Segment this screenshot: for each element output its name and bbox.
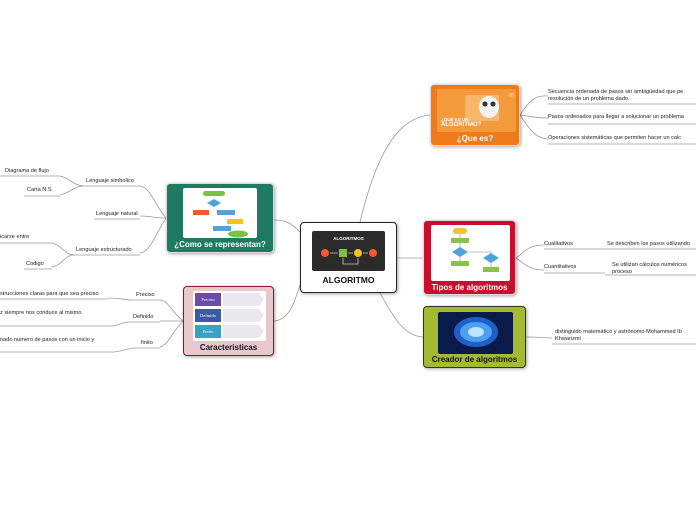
creador-detail: distinguido matemático y astrónomo Moham…: [555, 329, 682, 342]
creador-thumbnail: [438, 312, 513, 354]
creador-label: Creador de algoritmos: [431, 355, 518, 364]
owl-icon: m: [465, 93, 514, 121]
representan-group-3-item-2: Codigo: [26, 261, 44, 267]
central-label: ALGORITMO: [322, 275, 375, 285]
svg-text:m: m: [509, 93, 514, 99]
tipos-item-1-label: Cualitativos: [544, 241, 573, 247]
caracteristicas-thumb-label-1: Preciso: [201, 297, 215, 302]
flowchart-icon: [193, 191, 248, 238]
caracteristicas-thumb-label-2: Definido: [200, 313, 216, 318]
tipos-label: Tipos de algoritmos: [431, 283, 508, 292]
representan-group-1-item-2: Carta N.S: [27, 187, 52, 193]
topic-que-es[interactable]: m ¿QUÉ ES UN ALGORITMO? ¿Que es?: [430, 84, 520, 146]
central-topic[interactable]: ALGORITMOS ALGORITMO: [300, 222, 397, 293]
representan-label: ¿Como se representan?: [174, 240, 266, 249]
tipos-thumbnail: [431, 225, 510, 281]
representan-group-3: Lenguaje estructurado: [76, 247, 132, 253]
representan-thumbnail: [183, 188, 257, 238]
caracteristicas-item-2-detail: z siempre nos conduce al mismo: [0, 310, 82, 316]
caracteristicas-label: Caracteristicas: [199, 343, 258, 352]
caracteristicas-item-3-label: finito: [141, 340, 153, 346]
representan-group-3-item-1: icarse entre: [0, 234, 30, 240]
que-es-thumb-line2: ALGORITMO?: [441, 122, 482, 128]
representan-group-1-item-1: Diagrama de flujo: [5, 168, 49, 174]
caracteristicas-item-2-label: Definido: [133, 314, 154, 320]
que-es-item-3: Operaciones sistemáticas que permiten ha…: [548, 135, 682, 141]
topic-caracteristicas[interactable]: Preciso Definido Finito Caracteristicas: [183, 286, 274, 356]
que-es-label: ¿Que es?: [456, 134, 494, 143]
caracteristicas-item-3-detail: nado numero de pasos con un inicio y: [0, 337, 95, 343]
caracteristicas-thumbnail: Preciso Definido Finito: [193, 291, 266, 341]
tipos-item-2-label: Cuantitativos: [544, 264, 577, 270]
topic-tipos[interactable]: Tipos de algoritmos: [423, 220, 516, 295]
que-es-item-1: Secuencia ordenada de pasos sin ambigüed…: [548, 89, 684, 102]
caracteristicas-item-1-label: Preciso: [136, 292, 155, 298]
central-thumb-title: ALGORITMOS: [333, 236, 364, 241]
representan-group-2: Lenguaje natural: [96, 211, 138, 217]
flowchart-diagram-icon: [451, 228, 499, 272]
tipos-item-1-detail: Se describen los pasos utilizando: [607, 241, 691, 247]
caracteristicas-item-1-detail: strucciones claras para que sea preciso: [0, 291, 99, 297]
characteristics-list-icon: [195, 293, 264, 338]
flowchart-icon: [321, 249, 377, 265]
caracteristicas-thumb-label-3: Finito: [202, 329, 214, 334]
topic-creador[interactable]: Creador de algoritmos: [423, 306, 526, 368]
topic-representan[interactable]: ¿Como se representan?: [166, 183, 274, 253]
representan-group-1: Lenguaje simbolico: [86, 178, 134, 184]
que-es-thumb-line1: ¿QUÉ ES UN: [441, 117, 469, 122]
tipos-item-2-detail: Se utilizan cálculos numéricos proceso: [612, 262, 687, 275]
central-thumbnail: ALGORITMOS: [312, 231, 385, 271]
que-es-item-2: Pasos ordenados para llegar a solucionar…: [548, 114, 684, 120]
brain-icon: [454, 317, 498, 347]
que-es-thumbnail: m ¿QUÉ ES UN ALGORITMO?: [437, 89, 516, 132]
